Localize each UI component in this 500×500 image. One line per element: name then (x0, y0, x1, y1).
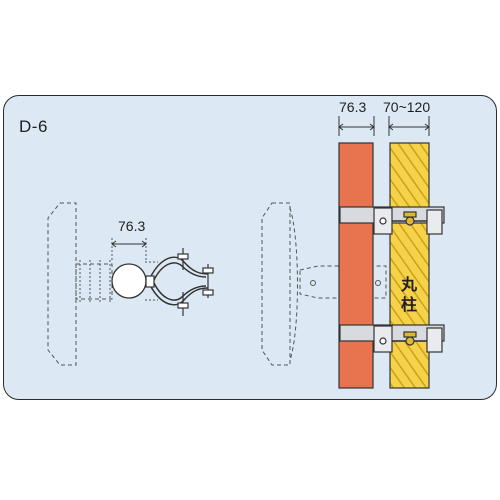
column-label-char-2: 柱 (401, 295, 417, 314)
left-bolts (145, 248, 214, 316)
upper-bracket (339, 206, 445, 235)
column-range-label: 70~120 (383, 99, 431, 115)
left-diameter-label: 76.3 (118, 218, 146, 234)
pipe-bar (338, 142, 374, 389)
left-dashed-arm (75, 263, 113, 300)
right-dashed-arm (299, 265, 387, 299)
right-diameter-label: 76.3 (339, 99, 367, 115)
column-label-char-1: 丸 (400, 275, 418, 294)
left-view (47, 202, 214, 366)
left-clamp (149, 256, 209, 306)
round-column (389, 142, 430, 389)
middle-dashed-outlines (261, 202, 387, 366)
diagram-code: D-6 (19, 117, 48, 136)
top-dimension-lines (338, 116, 430, 136)
lower-bracket (339, 324, 445, 353)
left-dashed-plate (47, 202, 77, 366)
left-pipe-circle (111, 263, 147, 299)
